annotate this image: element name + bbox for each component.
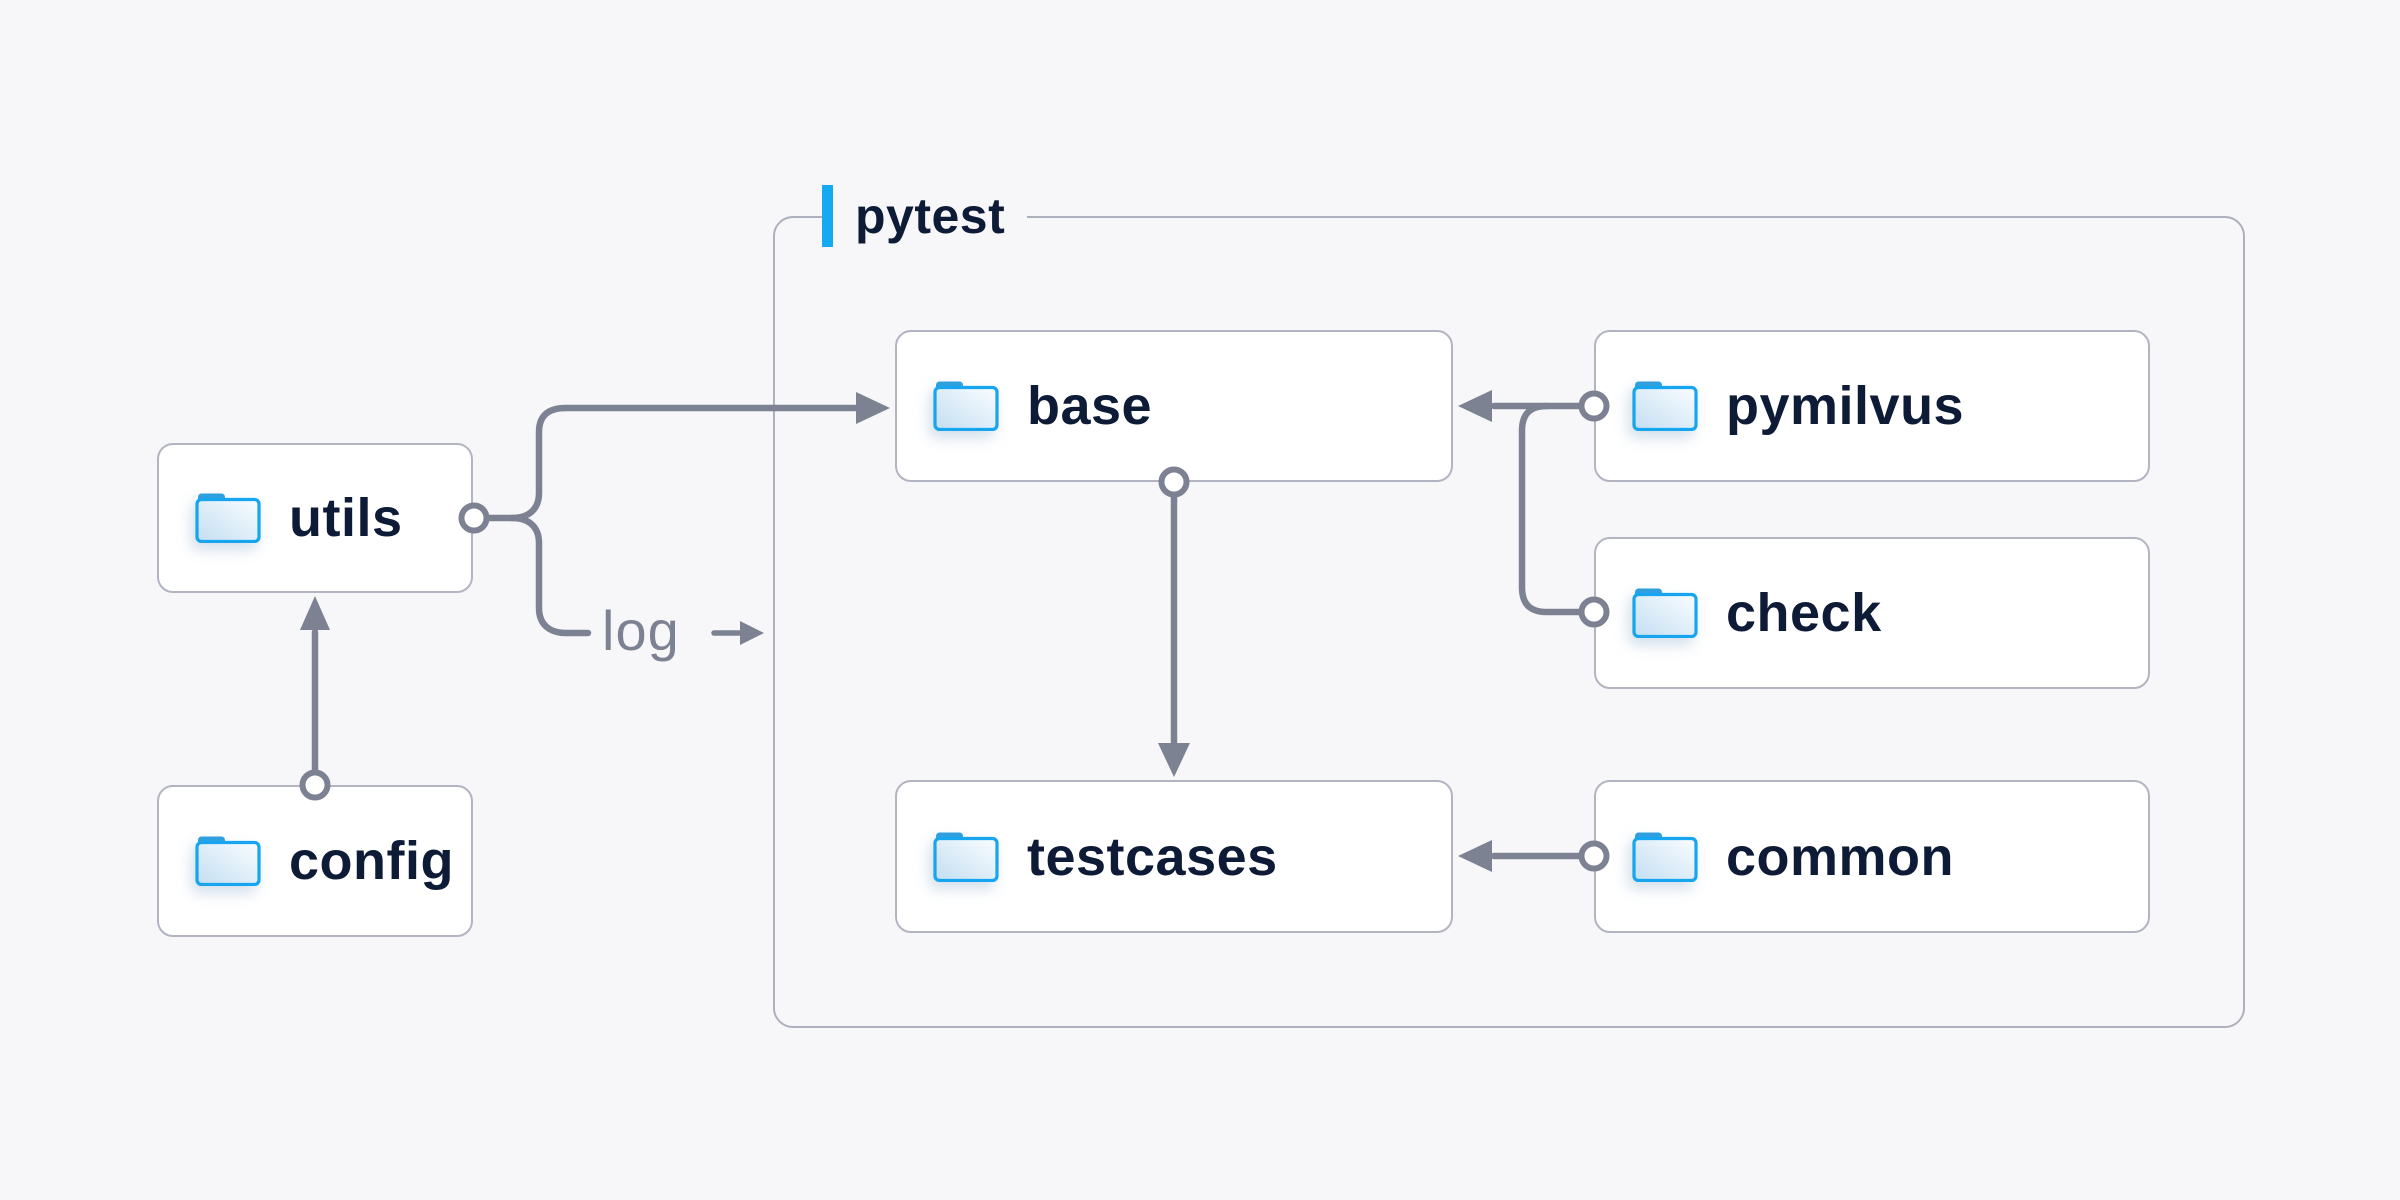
- node-label: pymilvus: [1726, 376, 1965, 436]
- pytest-group-container: [773, 216, 2245, 1028]
- node-label: common: [1726, 826, 1955, 887]
- node-check: check: [1594, 537, 2150, 689]
- node-common: common: [1594, 780, 2150, 933]
- edge-utils-log: [508, 514, 592, 637]
- node-pymilvus: pymilvus: [1594, 330, 2150, 482]
- pytest-group-label: pytest: [822, 185, 1028, 247]
- folder-icon: [1632, 832, 1698, 882]
- node-label: check: [1726, 583, 1882, 643]
- node-label: config: [289, 831, 454, 891]
- node-utils: utils: [157, 443, 473, 593]
- node-config: config: [157, 785, 473, 937]
- group-title: pytest: [855, 188, 1006, 244]
- arrowhead-log: [740, 621, 764, 645]
- folder-icon: [1632, 381, 1698, 431]
- node-label: base: [1027, 376, 1153, 436]
- folder-icon: [933, 832, 999, 882]
- folder-icon: [1632, 588, 1698, 638]
- node-label: testcases: [1027, 826, 1278, 887]
- folder-icon: [195, 836, 261, 886]
- node-label: utils: [289, 488, 403, 548]
- folder-icon: [195, 493, 261, 543]
- accent-bar-icon: [822, 185, 833, 247]
- node-base: base: [895, 330, 1453, 482]
- edge-label-log: log: [602, 598, 680, 662]
- folder-icon: [933, 381, 999, 431]
- arrowhead-into-utils: [300, 596, 330, 630]
- node-testcases: testcases: [895, 780, 1453, 933]
